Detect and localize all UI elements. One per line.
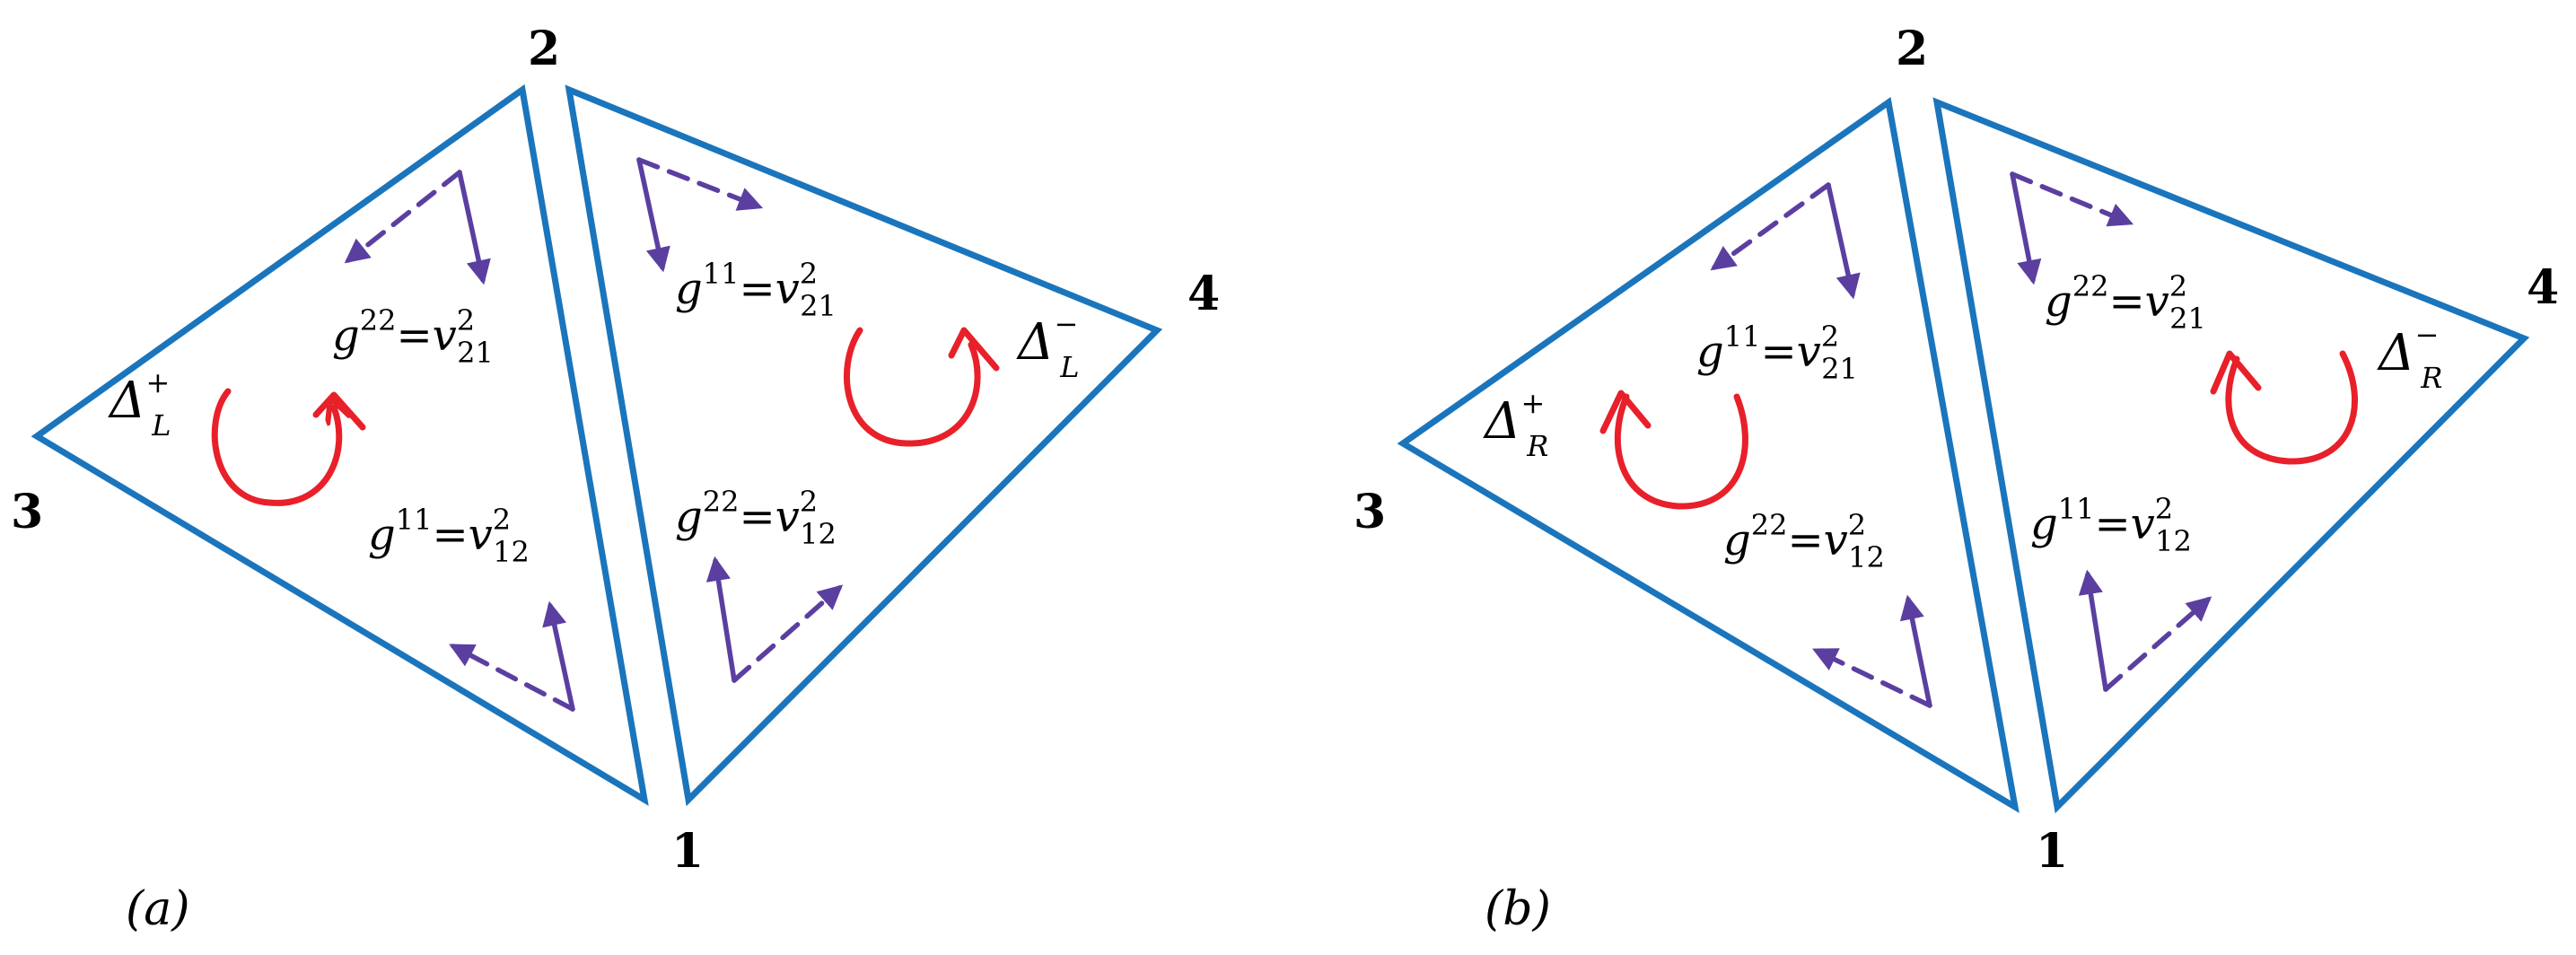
edge-arrow-solid	[2010, 171, 2042, 285]
edge-arrow-dashed	[2103, 596, 2212, 692]
circulation-arrowhead	[312, 391, 366, 431]
circulation-arrow-ccw	[1614, 393, 1748, 510]
circulation-arrow-cw	[843, 327, 981, 447]
triangle-left-b	[1397, 96, 2020, 813]
edge-arrow-dashed	[2010, 171, 2134, 227]
triangle-right-b	[1932, 97, 2530, 814]
panel-label: (b)	[1485, 882, 1551, 936]
circulation-arrowhead	[1599, 390, 1652, 434]
vertex-label-4: 4	[2527, 260, 2559, 315]
edge-arrow-dashed	[449, 644, 575, 712]
panel-label: (a)	[126, 882, 190, 936]
edge-arrow-solid	[2078, 569, 2108, 692]
vertex-label-3: 3	[11, 485, 43, 539]
circulation-arrowhead	[2210, 350, 2262, 395]
circulation-arrow-cw	[2225, 350, 2358, 465]
vertex-label-3: 3	[1354, 485, 1386, 539]
edge-arrow-dashed	[636, 157, 764, 211]
vertex-label-1: 1	[671, 824, 704, 879]
edge-arrow-dashed	[344, 170, 462, 264]
edge-arrow-solid	[542, 600, 575, 712]
triangle-right-a	[565, 84, 1163, 807]
vertex-label-2: 2	[528, 22, 560, 76]
edge-arrow-solid	[705, 556, 737, 683]
circulation-arrowhead	[948, 327, 1000, 372]
vertex-label-2: 2	[1896, 22, 1928, 76]
edge-arrow-dashed	[732, 584, 844, 683]
vertex-label-1: 1	[2036, 824, 2068, 879]
triangle-left-a	[31, 83, 649, 806]
delta-label: Δ−R	[2377, 318, 2442, 395]
edge-arrow-solid	[636, 157, 670, 273]
edge-arrow-solid	[1899, 594, 1932, 708]
circulation-arrow-ccw	[211, 388, 339, 506]
delta-label: Δ+L	[108, 365, 171, 442]
edge-arrow-solid	[457, 170, 491, 285]
edge-arrow-dashed	[1812, 648, 1932, 708]
delta-label: Δ+R	[1483, 386, 1548, 463]
delta-label: Δ−L	[1016, 307, 1080, 384]
edge-arrow-dashed	[1710, 182, 1831, 271]
edge-arrow-solid	[1826, 182, 1861, 300]
vertex-label-4: 4	[1187, 267, 1220, 321]
